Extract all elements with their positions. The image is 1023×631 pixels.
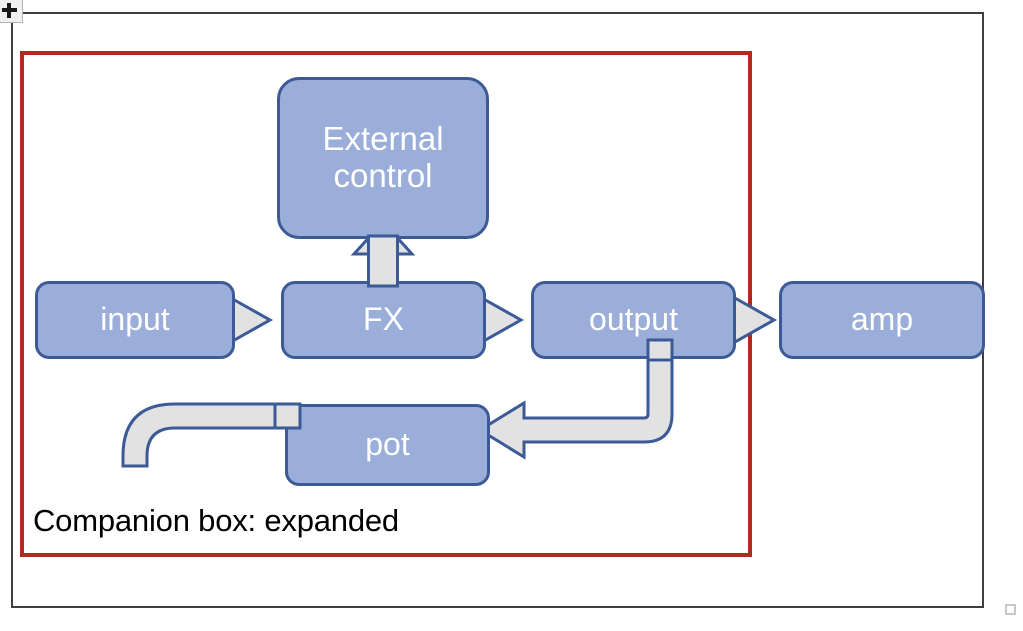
node-amp-label: amp: [850, 301, 914, 338]
node-fx[interactable]: FX: [281, 281, 486, 359]
node-pot-label: pot: [365, 426, 410, 463]
node-external-control-label-line2: control: [333, 157, 433, 194]
node-output[interactable]: output: [531, 281, 736, 359]
node-external-control-label-line1: External: [322, 120, 444, 158]
resize-handle-icon[interactable]: [1005, 604, 1016, 615]
node-pot[interactable]: pot: [285, 404, 490, 486]
move-cursor-vertical-bar: [7, 3, 11, 18]
node-output-label: output: [589, 301, 678, 338]
connector-pot-to-input-icon: [121, 402, 297, 468]
companion-group-box[interactable]: [20, 51, 752, 557]
node-external-control[interactable]: External control: [277, 77, 489, 239]
node-input[interactable]: input: [35, 281, 235, 359]
node-fx-label: FX: [363, 301, 404, 338]
node-amp[interactable]: amp: [779, 281, 985, 359]
companion-box-label: Companion box: expanded: [33, 503, 399, 538]
node-external-control-label: External control: [322, 120, 444, 195]
move-cursor-icon: [0, 0, 23, 23]
node-input-label: input: [100, 301, 170, 338]
